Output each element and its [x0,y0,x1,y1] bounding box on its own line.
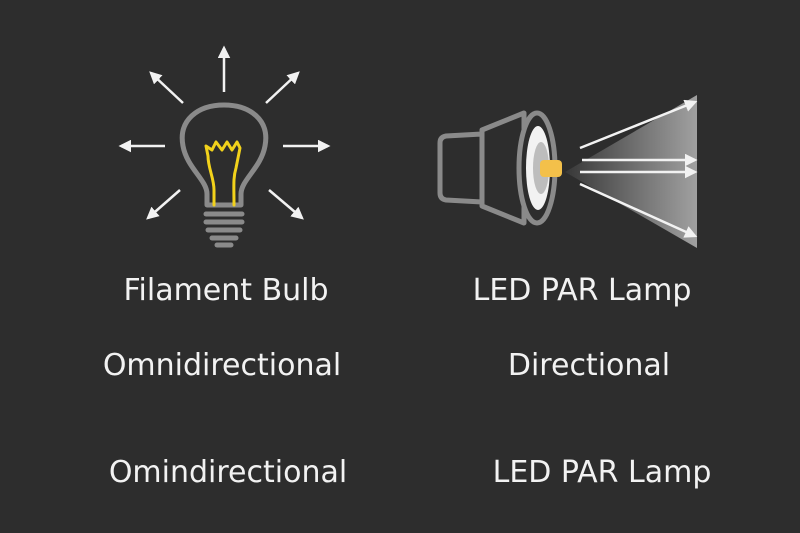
omindirectional-caption: Omindirectional [108,455,348,490]
lamp-body-icon [479,110,527,226]
bulb-base-icon [203,211,245,248]
directional-label: Directional [507,348,671,383]
omnidirectional-label: Omnidirectional [102,348,342,383]
bulb-icon [179,102,269,248]
filament-icon [204,140,242,207]
directional-arrows-icon [579,99,698,238]
led-chip-icon [540,160,562,177]
lamp-icon [437,110,562,226]
filament-bulb-diagram [118,45,331,248]
radiating-arrows-icon [118,45,331,220]
lamp-base-icon [437,131,485,205]
led-par-lamp-diagram [437,95,698,248]
led-par-lamp-title: LED PAR Lamp [472,273,692,308]
led-par-lamp-caption: LED PAR Lamp [492,455,712,490]
filament-bulb-title: Filament Bulb [123,273,329,308]
